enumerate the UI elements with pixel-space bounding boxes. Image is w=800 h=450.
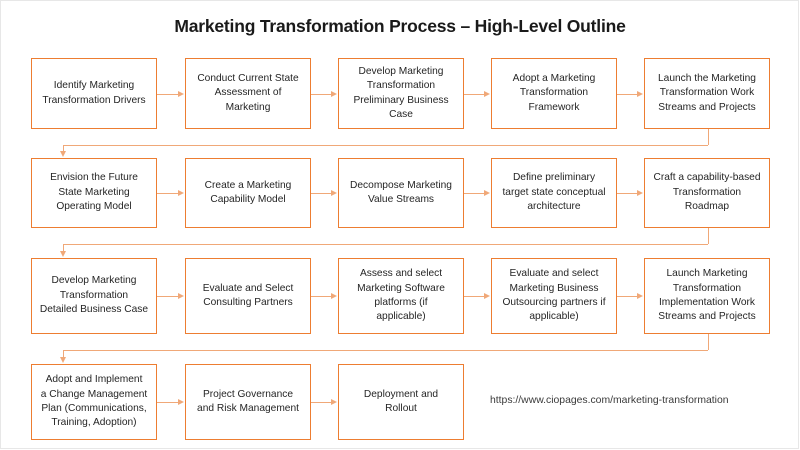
connector-12-to-13 <box>311 296 332 297</box>
connector-10-to-11-segment-down <box>708 228 709 244</box>
process-step-1[interactable]: Identify Marketing Transformation Driver… <box>31 58 157 129</box>
connector-5-to-6-segment-into-row <box>63 145 64 152</box>
connector-5-to-6-segment-across <box>63 145 708 146</box>
connector-14-to-15-arrowhead <box>637 293 643 299</box>
process-step-label: Deployment and Rollout <box>363 388 439 414</box>
connector-15-to-16-arrowhead <box>60 357 66 363</box>
process-step-10[interactable]: Craft a capability-based Transformation … <box>644 158 770 228</box>
connector-17-to-18-arrowhead <box>331 399 337 405</box>
process-step-label: Conduct Current State Assessment of Mark… <box>197 72 299 113</box>
connector-1-to-2 <box>157 93 179 95</box>
connector-17-to-18 <box>311 402 332 403</box>
process-step-11[interactable]: Develop Marketing Transformation Detaile… <box>31 258 157 334</box>
process-step-8[interactable]: Decompose Marketing Value Streams <box>338 158 464 228</box>
process-step-label: Create a Marketing Capability Model <box>204 179 292 205</box>
process-step-2[interactable]: Conduct Current State Assessment of Mark… <box>185 58 311 129</box>
process-step-5[interactable]: Launch the Marketing Transformation Work… <box>644 58 770 129</box>
connector-5-to-6-segment-down <box>708 129 709 145</box>
process-step-7[interactable]: Create a Marketing Capability Model <box>185 158 311 228</box>
connector-3-to-4-arrowhead <box>484 90 490 97</box>
process-step-label: Evaluate and select Marketing Business O… <box>502 268 606 323</box>
connector-10-to-11-segment-across <box>63 244 708 245</box>
process-step-label: Adopt and Implement a Change Management … <box>40 374 148 429</box>
connector-4-to-5 <box>617 93 638 95</box>
process-step-label: Craft a capability-based Transformation … <box>653 172 761 213</box>
connector-2-to-3 <box>311 93 332 95</box>
connector-2-to-3-arrowhead <box>331 90 337 97</box>
connector-16-to-17-arrowhead <box>178 399 184 405</box>
process-step-label: Develop Marketing Transformation Detaile… <box>39 275 149 316</box>
process-step-12[interactable]: Evaluate and Select Consulting Partners <box>185 258 311 334</box>
source-url-label: https://www.ciopages.com/marketing-trans… <box>490 395 729 406</box>
connector-13-to-14-arrowhead <box>484 293 490 299</box>
process-step-label: Project Governance and Risk Management <box>197 388 299 414</box>
connector-11-to-12 <box>157 296 179 297</box>
process-step-18[interactable]: Deployment and Rollout <box>338 364 464 440</box>
connector-11-to-12-arrowhead <box>178 293 184 299</box>
process-step-13[interactable]: Assess and select Marketing Software pla… <box>338 258 464 334</box>
process-step-4[interactable]: Adopt a Marketing Transformation Framewo… <box>491 58 617 129</box>
connector-10-to-11-segment-into-row <box>63 244 64 252</box>
process-step-label: Launch Marketing Transformation Implemen… <box>658 268 756 323</box>
connector-8-to-9-arrowhead <box>484 190 490 196</box>
connector-8-to-9 <box>464 193 485 194</box>
process-step-label: Launch the Marketing Transformation Work… <box>658 72 756 113</box>
connector-9-to-10-arrowhead <box>637 190 643 196</box>
process-step-label: Develop Marketing Transformation Prelimi… <box>353 65 449 120</box>
page-title: Marketing Transformation Process – High-… <box>174 16 626 36</box>
connector-7-to-8 <box>311 193 332 194</box>
connector-6-to-7-arrowhead <box>178 190 184 196</box>
connector-3-to-4 <box>464 93 485 95</box>
process-step-16[interactable]: Adopt and Implement a Change Management … <box>31 364 157 440</box>
process-step-label: Decompose Marketing Value Streams <box>350 179 452 205</box>
process-step-label: Envision the Future State Marketing Oper… <box>50 172 138 213</box>
process-step-label: Evaluate and Select Consulting Partners <box>202 282 294 308</box>
connector-13-to-14 <box>464 296 485 297</box>
process-step-17[interactable]: Project Governance and Risk Management <box>185 364 311 440</box>
connector-15-to-16-segment-into-row <box>63 350 64 358</box>
connector-16-to-17 <box>157 402 179 403</box>
connector-1-to-2-arrowhead <box>178 90 184 97</box>
process-step-3[interactable]: Develop Marketing Transformation Prelimi… <box>338 58 464 129</box>
process-step-label: Adopt a Marketing Transformation Framewo… <box>512 72 596 113</box>
process-step-14[interactable]: Evaluate and select Marketing Business O… <box>491 258 617 334</box>
connector-7-to-8-arrowhead <box>331 190 337 196</box>
connector-15-to-16-segment-across <box>63 350 708 351</box>
connector-12-to-13-arrowhead <box>331 293 337 299</box>
connector-14-to-15 <box>617 296 638 297</box>
process-step-label: Identify Marketing Transformation Driver… <box>42 80 146 106</box>
connector-9-to-10 <box>617 193 638 194</box>
connector-4-to-5-arrowhead <box>637 90 643 97</box>
process-step-label: Assess and select Marketing Software pla… <box>357 268 445 323</box>
process-step-6[interactable]: Envision the Future State Marketing Oper… <box>31 158 157 228</box>
process-step-15[interactable]: Launch Marketing Transformation Implemen… <box>644 258 770 334</box>
process-step-9[interactable]: Define preliminary target state conceptu… <box>491 158 617 228</box>
connector-15-to-16-segment-down <box>708 334 709 350</box>
process-step-label: Define preliminary target state conceptu… <box>502 172 606 213</box>
connector-5-to-6-arrowhead <box>60 151 66 157</box>
connector-6-to-7 <box>157 193 179 194</box>
connector-10-to-11-arrowhead <box>60 251 66 257</box>
